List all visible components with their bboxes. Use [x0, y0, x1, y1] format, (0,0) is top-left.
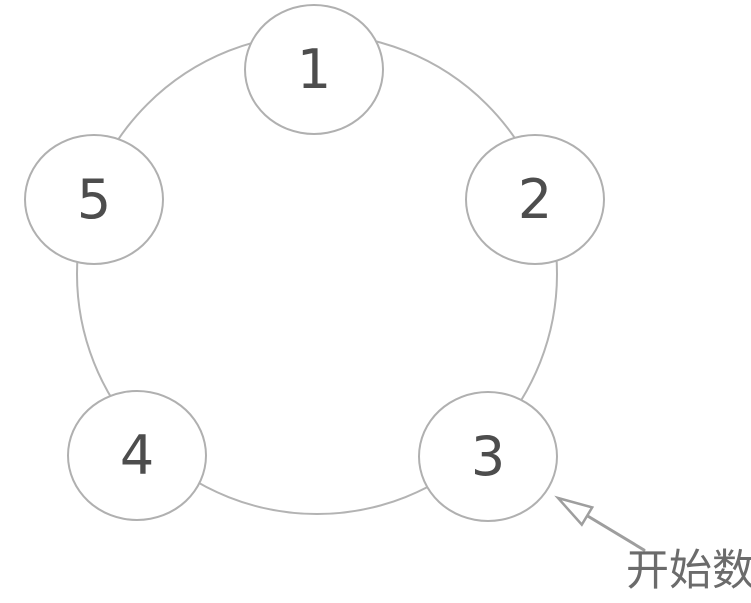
start-arrow-head — [554, 495, 595, 527]
node-4-number: 4 — [119, 423, 155, 487]
node-3-number: 3 — [470, 424, 506, 488]
ring-node-3: 3 — [418, 391, 558, 522]
node-2-number: 2 — [517, 167, 553, 231]
start-arrow-shaft — [584, 513, 646, 552]
node-5-number: 5 — [76, 167, 112, 231]
node-1-number: 1 — [296, 37, 332, 101]
ring-node-4: 4 — [67, 390, 207, 521]
ring-node-5: 5 — [24, 134, 164, 265]
start-count-label: 开始数 — [626, 546, 751, 596]
ring-node-2: 2 — [465, 134, 605, 265]
start-arrow — [554, 495, 646, 552]
ring-node-1: 1 — [244, 4, 384, 135]
